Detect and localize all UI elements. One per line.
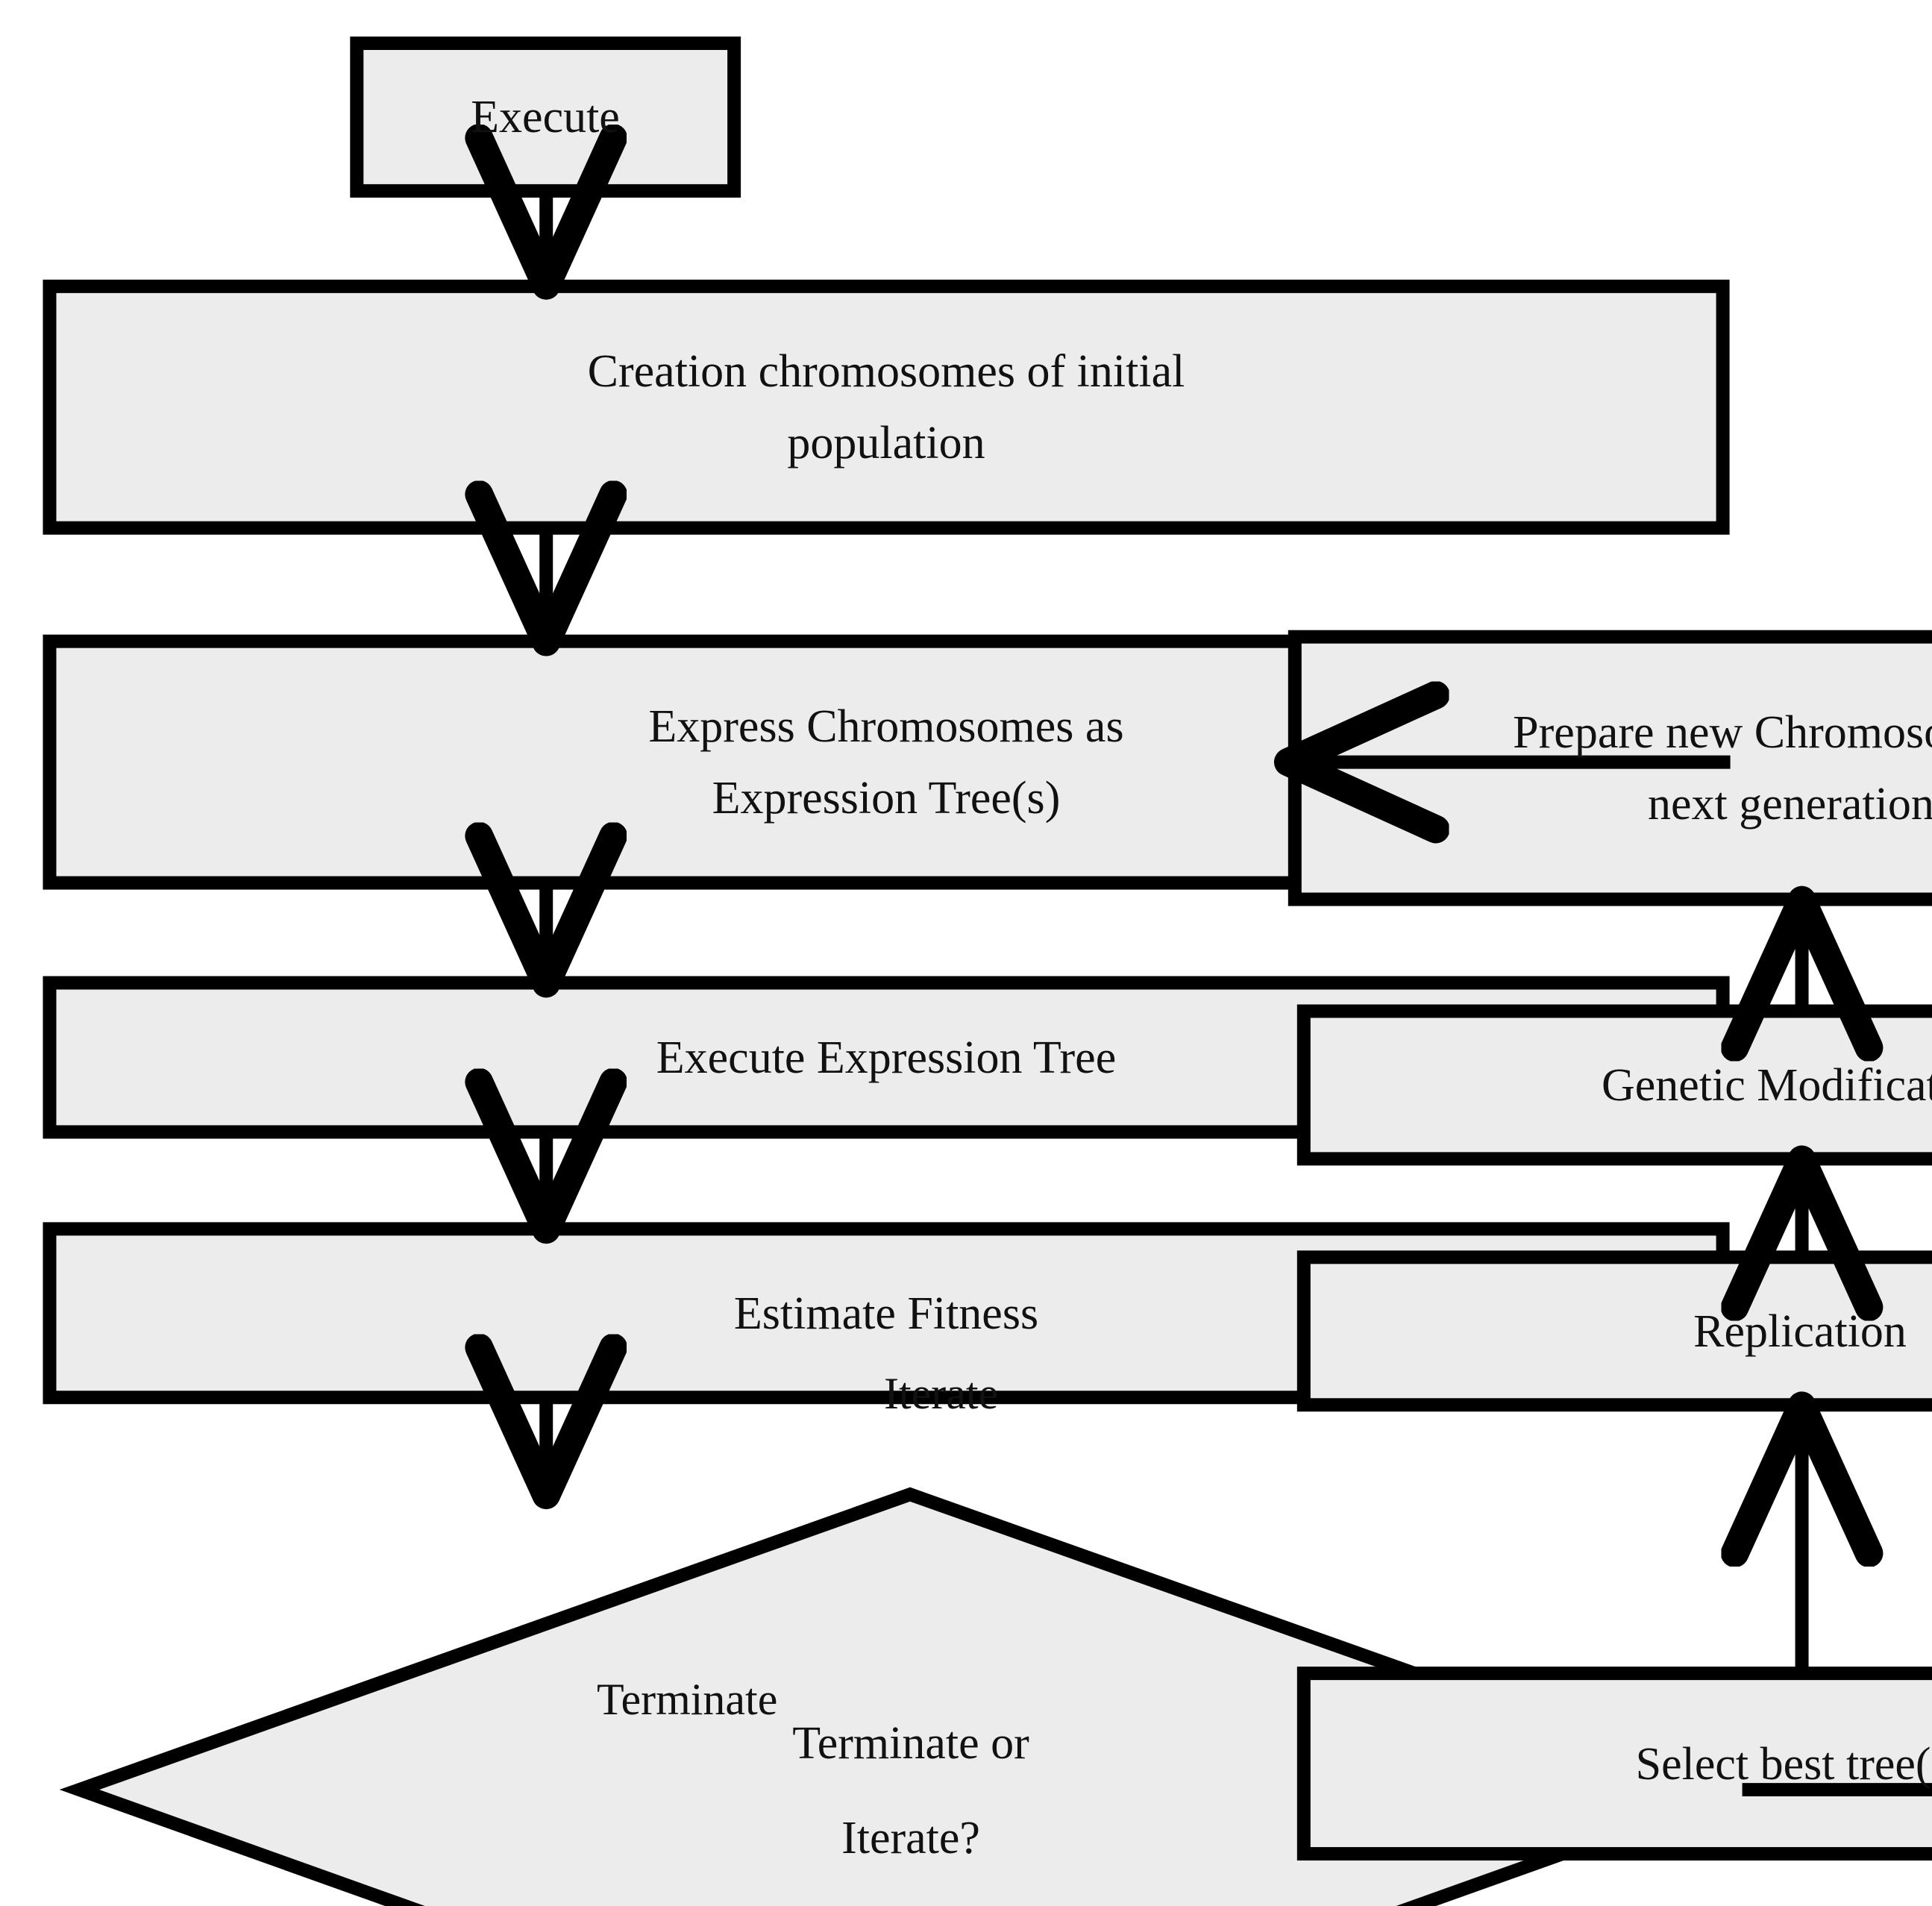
node-creation-chromosomes[interactable] xyxy=(43,279,1730,535)
edge-label-iterate: Iterate xyxy=(884,1369,999,1418)
edge-label-terminate: Terminate xyxy=(597,1675,778,1724)
node-replication[interactable] xyxy=(1296,1250,1932,1412)
node-genetic-modification[interactable] xyxy=(1296,1004,1932,1166)
node-execute[interactable] xyxy=(350,36,741,198)
node-select-best-tree[interactable] xyxy=(1296,1667,1932,1861)
